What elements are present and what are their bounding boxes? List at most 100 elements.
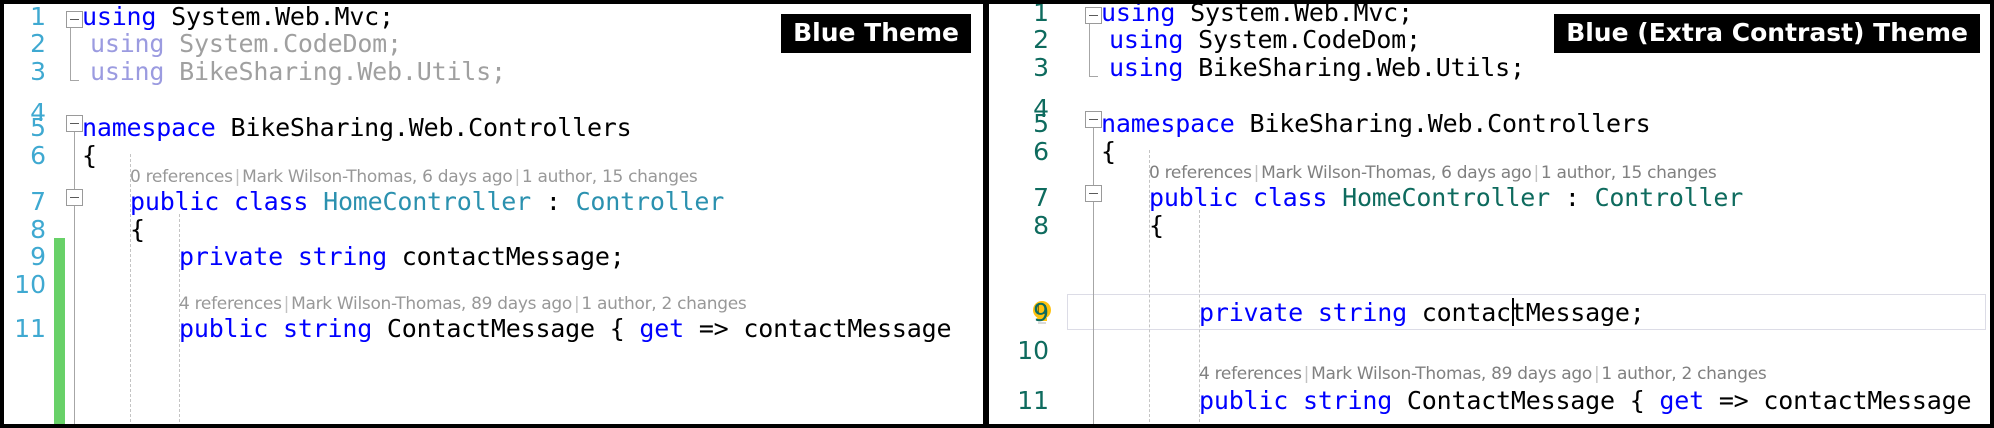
token-keyword: get: [1659, 385, 1704, 415]
line-number: 11: [1017, 385, 1049, 415]
indent-guide-2-left: [179, 214, 180, 424]
code-line-text: private string contactMessage;: [179, 242, 625, 271]
token-space: [1303, 298, 1318, 327]
outlining-collapse-glyph-line1-right[interactable]: [1085, 7, 1102, 24]
token-keyword: string: [1302, 385, 1393, 415]
line-number: 9: [30, 241, 46, 271]
token-keyword: private: [1199, 297, 1303, 327]
token-plain: => contactMessage: [683, 313, 952, 343]
code-line-text: {: [130, 215, 145, 244]
codelens-author[interactable]: Mark Wilson-Thomas, 89 days ago: [1311, 364, 1592, 384]
line-number: 7: [30, 186, 46, 216]
code-editor-right[interactable]: Blue (Extra Contrast) Theme 1: [989, 4, 1990, 424]
code-editor-left[interactable]: Blue Theme 1 using System.Web.Mvc; 2 usi…: [4, 4, 983, 424]
code-line-text: {: [82, 141, 97, 170]
line-number: 4: [1033, 93, 1049, 123]
text-caret: [1512, 298, 1514, 326]
outlining-collapse-glyph-line7-left[interactable]: [66, 189, 83, 206]
outlining-collapse-glyph-line5-left[interactable]: [66, 115, 83, 132]
token-keyword: public: [130, 186, 220, 216]
code-line-row[interactable]: 10: [989, 334, 1990, 366]
token-space: [283, 242, 298, 271]
lightbulb-base-lower: [1038, 322, 1046, 324]
code-line-row[interactable]: 5 namespace BikeSharing.Web.Controllers: [4, 111, 983, 143]
codelens-references[interactable]: 0 references: [130, 167, 233, 187]
token-keyword: class: [1252, 182, 1328, 212]
token-plain: ContactMessage {: [1392, 385, 1660, 415]
token-keyword: get: [639, 313, 684, 343]
codelens-changes[interactable]: 1 author, 2 changes: [581, 294, 747, 314]
code-line-row[interactable]: 5 namespace BikeSharing.Web.Controllers: [989, 107, 1990, 139]
token-plain: ContactMessage {: [372, 313, 640, 343]
code-line-row[interactable]: 3 using BikeSharing.Web.Utils;: [989, 51, 1990, 83]
codelens-changes[interactable]: 1 author, 15 changes: [521, 167, 698, 187]
code-line-row[interactable]: 1 using System.Web.Mvc;: [4, 1, 983, 32]
codelens-separator: |: [1253, 163, 1260, 183]
code-line-row[interactable]: 1 using System.Web.Mvc;: [989, 4, 1990, 28]
lightbulb-base: [1037, 318, 1047, 321]
code-line-row[interactable]: 8 {: [989, 209, 1990, 241]
token-plain: {: [82, 140, 97, 170]
code-line-text: using System.Web.Mvc;: [82, 1, 394, 31]
line-number: 2: [30, 28, 46, 58]
token-keyword: namespace: [1101, 108, 1235, 138]
codelens-changes[interactable]: 1 author, 15 changes: [1540, 163, 1717, 183]
token-space: [308, 187, 323, 216]
codelens-annotation[interactable]: 0 references|Mark Wilson-Thomas, 6 days …: [1149, 163, 1717, 183]
code-line-row[interactable]: 7 public class HomeController : Controll…: [4, 185, 983, 217]
outlining-guide-namespace-right: [1093, 128, 1094, 218]
token-plain: contactMessage;: [1406, 297, 1645, 327]
code-line-row[interactable]: 11 public string ContactMessage { get =>…: [4, 312, 983, 344]
line-number: 1: [30, 1, 46, 31]
codelens-annotation[interactable]: 4 references |Mark Wilson-Thomas, 89 days…: [1199, 364, 1767, 384]
lightbulb-icon[interactable]: [1031, 301, 1053, 327]
codelens-author[interactable]: Mark Wilson-Thomas, 89 days ago: [291, 294, 572, 314]
code-line-text: {: [1101, 137, 1116, 166]
code-line-row[interactable]: 6 {: [4, 139, 983, 171]
code-line-row[interactable]: 2 using System.CodeDom;: [989, 23, 1990, 55]
line-number: 6: [30, 140, 46, 170]
token-plain: contactMessage;: [386, 241, 625, 271]
code-line-text: public class HomeController : Controller: [130, 187, 724, 216]
codelens-references[interactable]: 0 references: [1149, 163, 1252, 183]
code-line-row[interactable]: 2 using System.CodeDom;: [4, 27, 983, 59]
code-line-row[interactable]: 9 private string contactMessage;: [989, 296, 1990, 328]
code-line-row[interactable]: 9 private string contactMessage;: [4, 240, 983, 272]
codelens-author[interactable]: Mark Wilson-Thomas, 6 days ago: [1261, 163, 1532, 183]
theme-badge-left: Blue Theme: [781, 14, 971, 53]
codelens-author[interactable]: Mark Wilson-Thomas, 6 days ago: [242, 167, 513, 187]
token-keyword: class: [233, 186, 309, 216]
line-number: 10: [14, 269, 46, 299]
codelens-references[interactable]: 4 references: [179, 294, 282, 314]
codelens-separator: |: [1593, 364, 1600, 384]
token-space: [1327, 183, 1342, 212]
token-keyword: public: [179, 313, 269, 343]
line-number: 8: [1033, 210, 1049, 240]
code-line-row[interactable]: 4: [4, 96, 983, 128]
token-plain: System.Web.Mvc;: [156, 1, 394, 31]
code-line-row[interactable]: 4: [989, 92, 1990, 124]
outlining-collapse-glyph-line1-left[interactable]: [66, 11, 83, 28]
token-plain: :: [531, 186, 576, 216]
code-line-row[interactable]: 10: [4, 268, 983, 300]
token-plain-unused: BikeSharing.Web.Utils;: [164, 56, 506, 86]
codelens-annotation[interactable]: 4 references|Mark Wilson-Thomas, 89 days…: [179, 294, 747, 314]
code-line-row[interactable]: 7 public class HomeController : Controll…: [989, 181, 1990, 213]
outlining-collapse-glyph-line5-right[interactable]: [1085, 111, 1102, 128]
token-keyword: string: [297, 241, 387, 271]
code-line-row[interactable]: 11 public string ContactMessage { get =>…: [989, 384, 1990, 416]
lightbulb-filament: [1038, 305, 1046, 314]
token-keyword-unused: using: [90, 28, 165, 58]
line-number: 2: [1033, 24, 1049, 54]
outlining-collapse-glyph-line7-right[interactable]: [1085, 185, 1102, 202]
codelens-annotation[interactable]: 0 references |Mark Wilson-Thomas, 6 days …: [130, 167, 698, 187]
code-line-text: using System.CodeDom;: [90, 29, 402, 58]
codelens-separator: |: [514, 167, 520, 187]
code-line-text: using System.CodeDom;: [1109, 25, 1421, 54]
codelens-changes[interactable]: 1 author, 2 changes: [1601, 364, 1767, 384]
codelens-references[interactable]: 4 references: [1199, 364, 1302, 384]
code-line-row[interactable]: 8 {: [4, 213, 983, 245]
code-line-row[interactable]: 6 {: [989, 135, 1990, 167]
code-line-row[interactable]: 3 using BikeSharing.Web.Utils;: [4, 55, 983, 87]
